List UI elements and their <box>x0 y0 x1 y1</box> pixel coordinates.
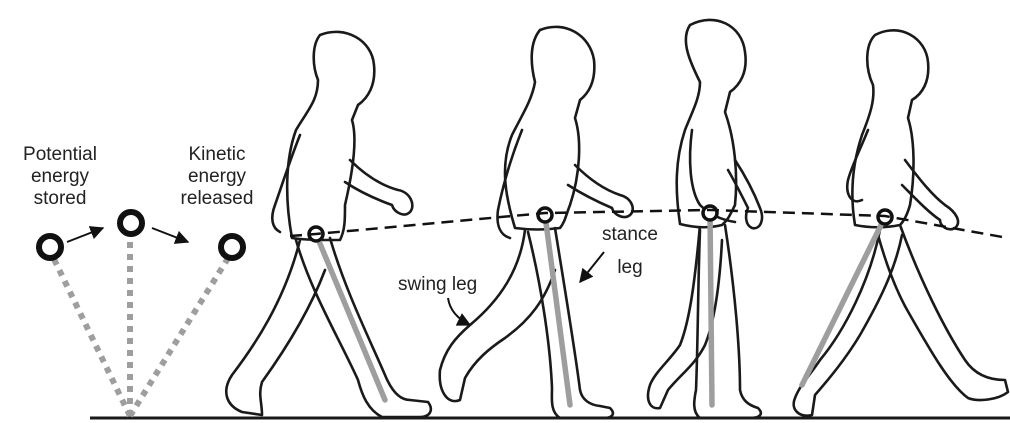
walker-2-body <box>505 27 594 230</box>
walker-1-front-arm <box>345 160 412 214</box>
stance-leg-label: stance leg <box>580 224 658 282</box>
stance-line-2: leg <box>617 257 642 278</box>
kinetic-line-3: released <box>181 188 254 209</box>
walker-3-body <box>677 20 746 227</box>
walker-1-front-leg <box>296 238 431 417</box>
pendulum-ball-top <box>120 212 142 234</box>
kinetic-line-1: Kinetic <box>188 144 245 165</box>
stance-line-1: stance <box>602 224 658 245</box>
walker-2 <box>440 27 633 418</box>
walker-4-body <box>852 30 928 227</box>
kinetic-energy-label: Kinetic energy released <box>181 144 254 209</box>
potential-line-2: energy <box>31 166 90 187</box>
arrow-kinetic <box>152 228 188 242</box>
walker-4 <box>794 30 1008 415</box>
swing-leg-label: swing leg <box>398 274 477 325</box>
stance-leg-arrow <box>580 252 604 282</box>
potential-line-3: stored <box>34 188 87 209</box>
potential-energy-label: Potential energy stored <box>23 144 97 209</box>
inverted-pendulum <box>39 212 243 416</box>
walker-1-back-leg <box>226 240 325 415</box>
walker-3-hip-joint <box>703 206 717 220</box>
pendulum-ball-left <box>39 236 61 258</box>
pendulum-ball-right <box>221 236 243 258</box>
walker-2-hip-joint <box>538 208 552 222</box>
kinetic-line-2: energy <box>188 166 247 187</box>
potential-line-1: Potential <box>23 144 97 165</box>
pendulum-rod-right <box>130 255 230 416</box>
walker-3-front-leg <box>694 225 761 418</box>
swing-leg-arrow <box>448 298 470 325</box>
walker-1 <box>226 32 431 417</box>
pendulum-rod-left <box>52 255 130 416</box>
walker-3 <box>648 20 762 418</box>
arrow-potential <box>67 228 103 242</box>
walker-3-leg-bone <box>710 213 712 405</box>
swing-leg-text: swing leg <box>398 274 477 295</box>
